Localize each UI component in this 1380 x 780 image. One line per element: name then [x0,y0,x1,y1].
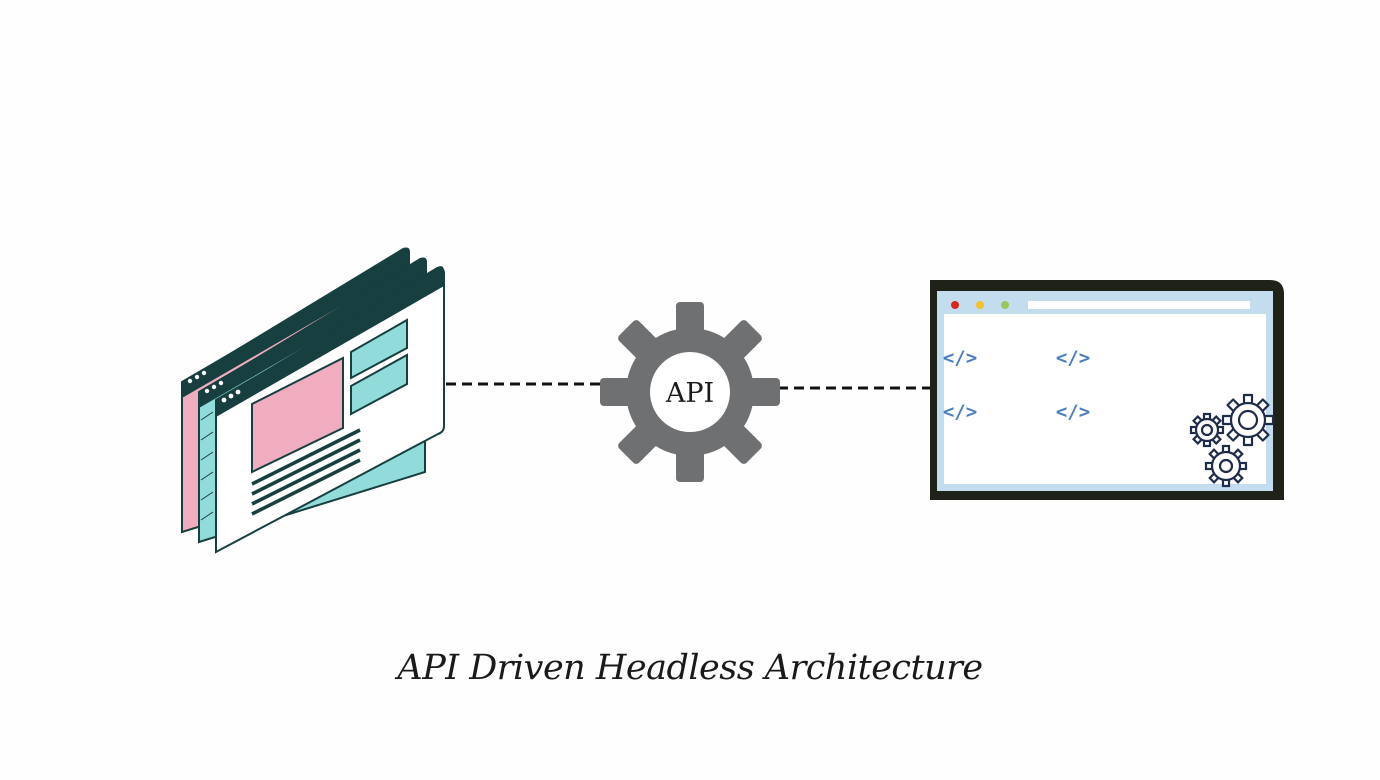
address-bar [1028,301,1250,309]
diagram-caption: API Driven Headless Architecture [397,648,983,688]
code-icon: </> [943,347,977,369]
window-maximize-dot [1001,301,1009,309]
window-close-dot [951,301,959,309]
frontend-windows [181,247,445,554]
window-minimize-dot [976,301,984,309]
code-icon: </> [1056,401,1090,423]
settings-gears-icon [1189,393,1275,488]
api-label: API [665,378,714,409]
code-icon: </> [943,401,977,423]
window-front [215,266,445,554]
backend-monitor: </> </> </> </> [930,280,1284,500]
api-gear-icon: API [600,302,780,482]
code-icon: </> [1056,347,1090,369]
